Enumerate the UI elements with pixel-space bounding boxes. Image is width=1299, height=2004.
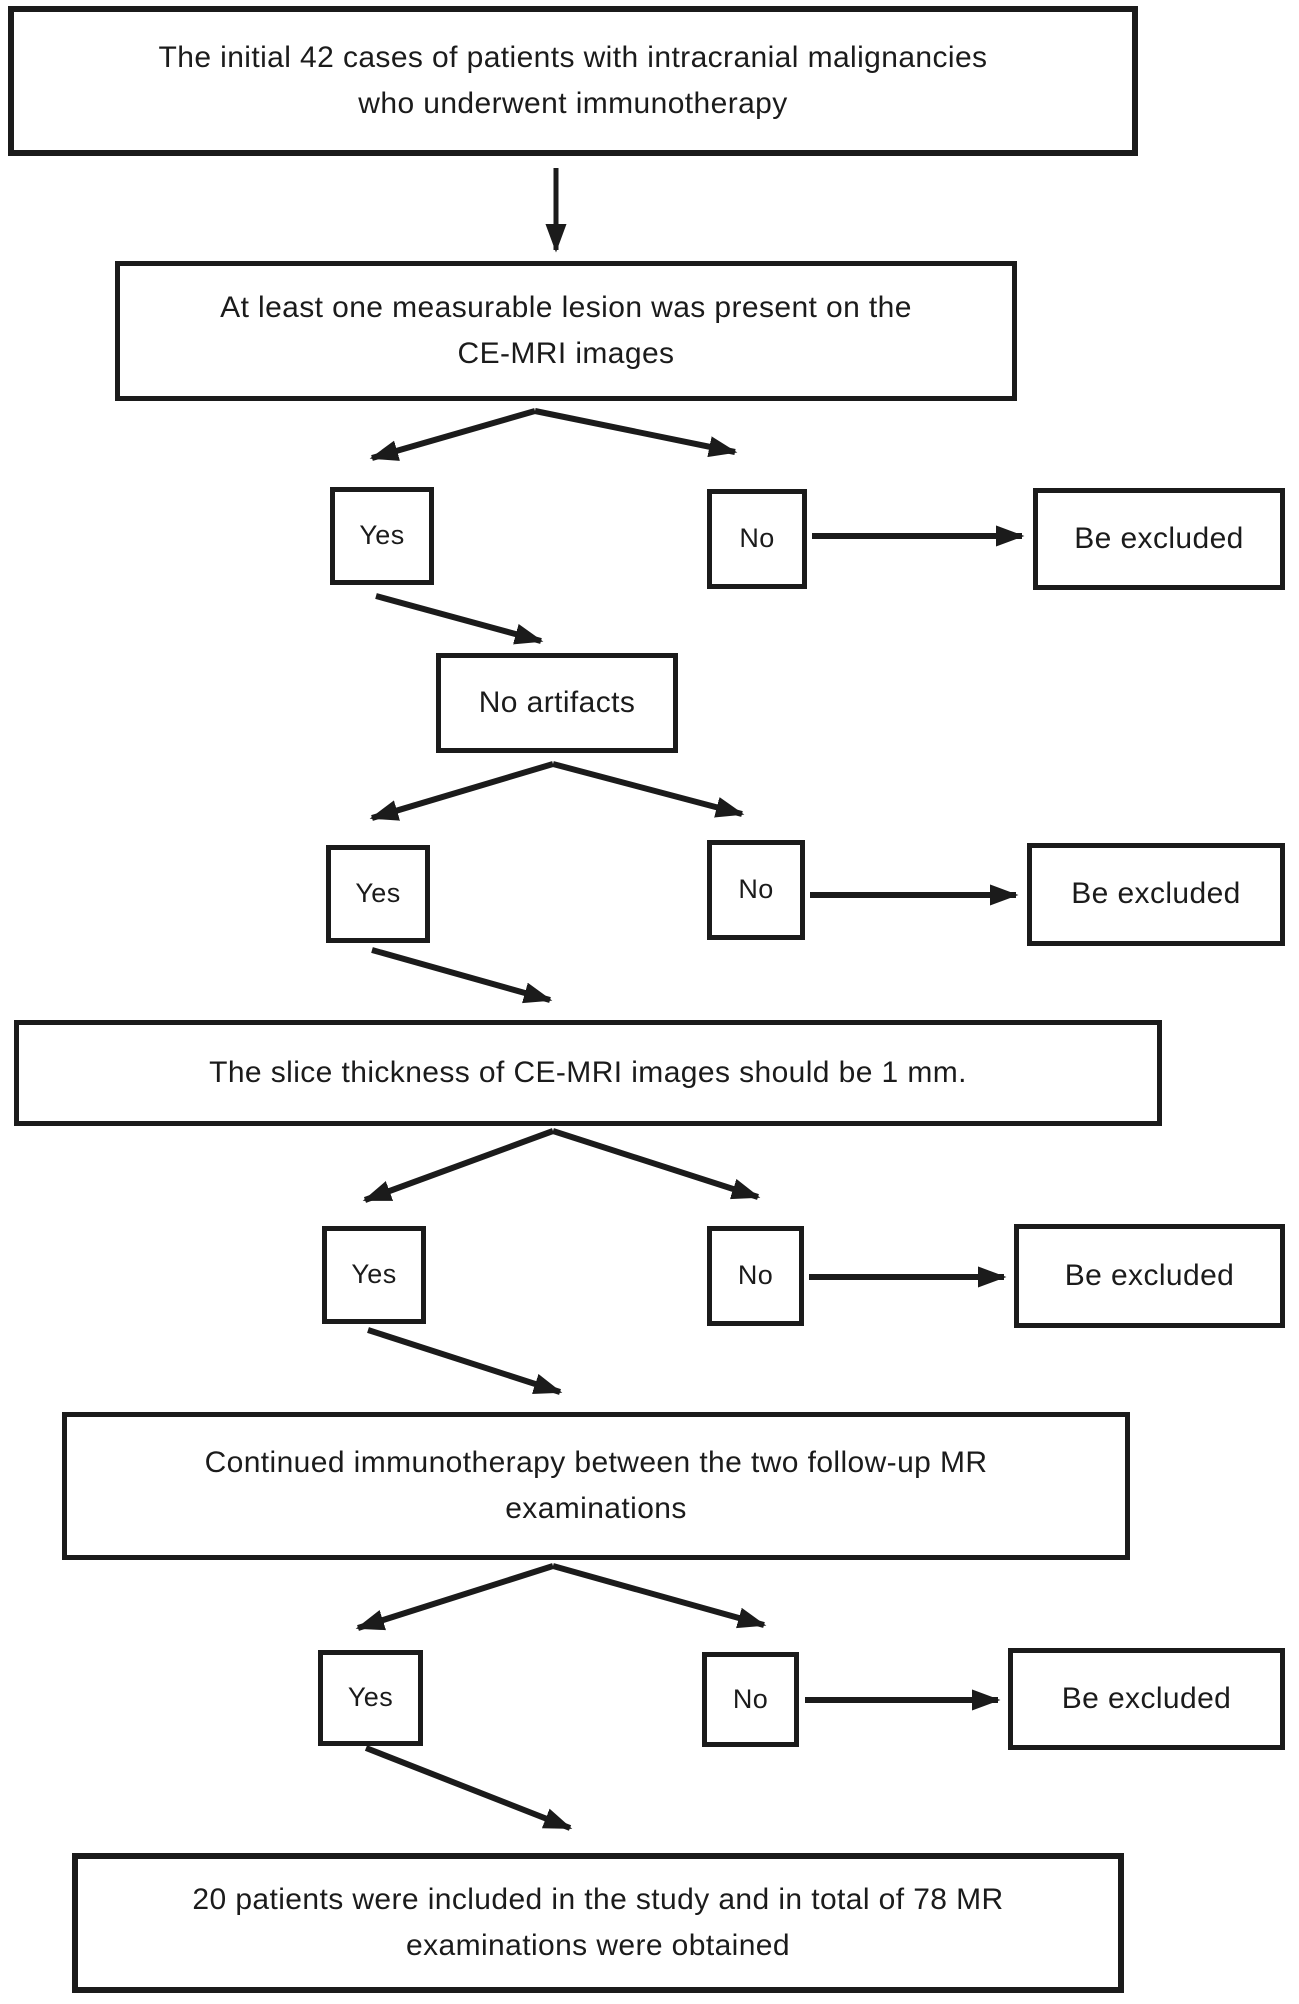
node-slice-thickness: The slice thickness of CE-MRI images sho… xyxy=(14,1020,1162,1126)
node-excluded-3: Be excluded xyxy=(1014,1224,1285,1328)
node-no-2: No xyxy=(707,840,805,940)
arrow-d2-no-branch-icon xyxy=(552,761,742,814)
arrow-d4-yes-branch-icon xyxy=(358,1563,554,1631)
arrow-d3-no-branch-icon xyxy=(552,1128,758,1200)
node-no-1: No xyxy=(707,489,807,589)
node-yes-1: Yes xyxy=(330,487,434,585)
arrow-d2-yes-to-d3-icon xyxy=(371,947,550,1000)
node-yes-2: Yes xyxy=(326,845,430,943)
node-start: The initial 42 cases of patients with in… xyxy=(8,6,1138,156)
arrow-d4-yes-to-end-icon xyxy=(364,1745,570,1831)
node-yes-4: Yes xyxy=(318,1650,423,1746)
node-excluded-4: Be excluded xyxy=(1008,1648,1285,1750)
node-excluded-2: Be excluded xyxy=(1027,843,1285,946)
node-excluded-1: Be excluded xyxy=(1033,488,1285,590)
arrow-d1-yes-branch-icon xyxy=(372,408,536,458)
node-measurable-lesion: At least one measurable lesion was prese… xyxy=(115,261,1017,401)
node-yes-3: Yes xyxy=(322,1226,426,1324)
arrow-d1-no-branch-icon xyxy=(534,408,735,452)
node-no-artifacts: No artifacts xyxy=(436,653,678,753)
node-no-3: No xyxy=(707,1226,804,1326)
arrow-d2-yes-branch-icon xyxy=(372,761,554,821)
node-continued-immunotherapy: Continued immunotherapy between the two … xyxy=(62,1412,1130,1560)
arrow-d3-yes-to-d4-icon xyxy=(367,1327,560,1395)
arrow-d4-no-branch-icon xyxy=(552,1563,764,1625)
node-no-4: No xyxy=(702,1652,799,1747)
arrow-d3-yes-branch-icon xyxy=(365,1128,555,1203)
arrow-d1-yes-to-d2-icon xyxy=(375,593,541,641)
node-end: 20 patients were included in the study a… xyxy=(72,1853,1124,1993)
